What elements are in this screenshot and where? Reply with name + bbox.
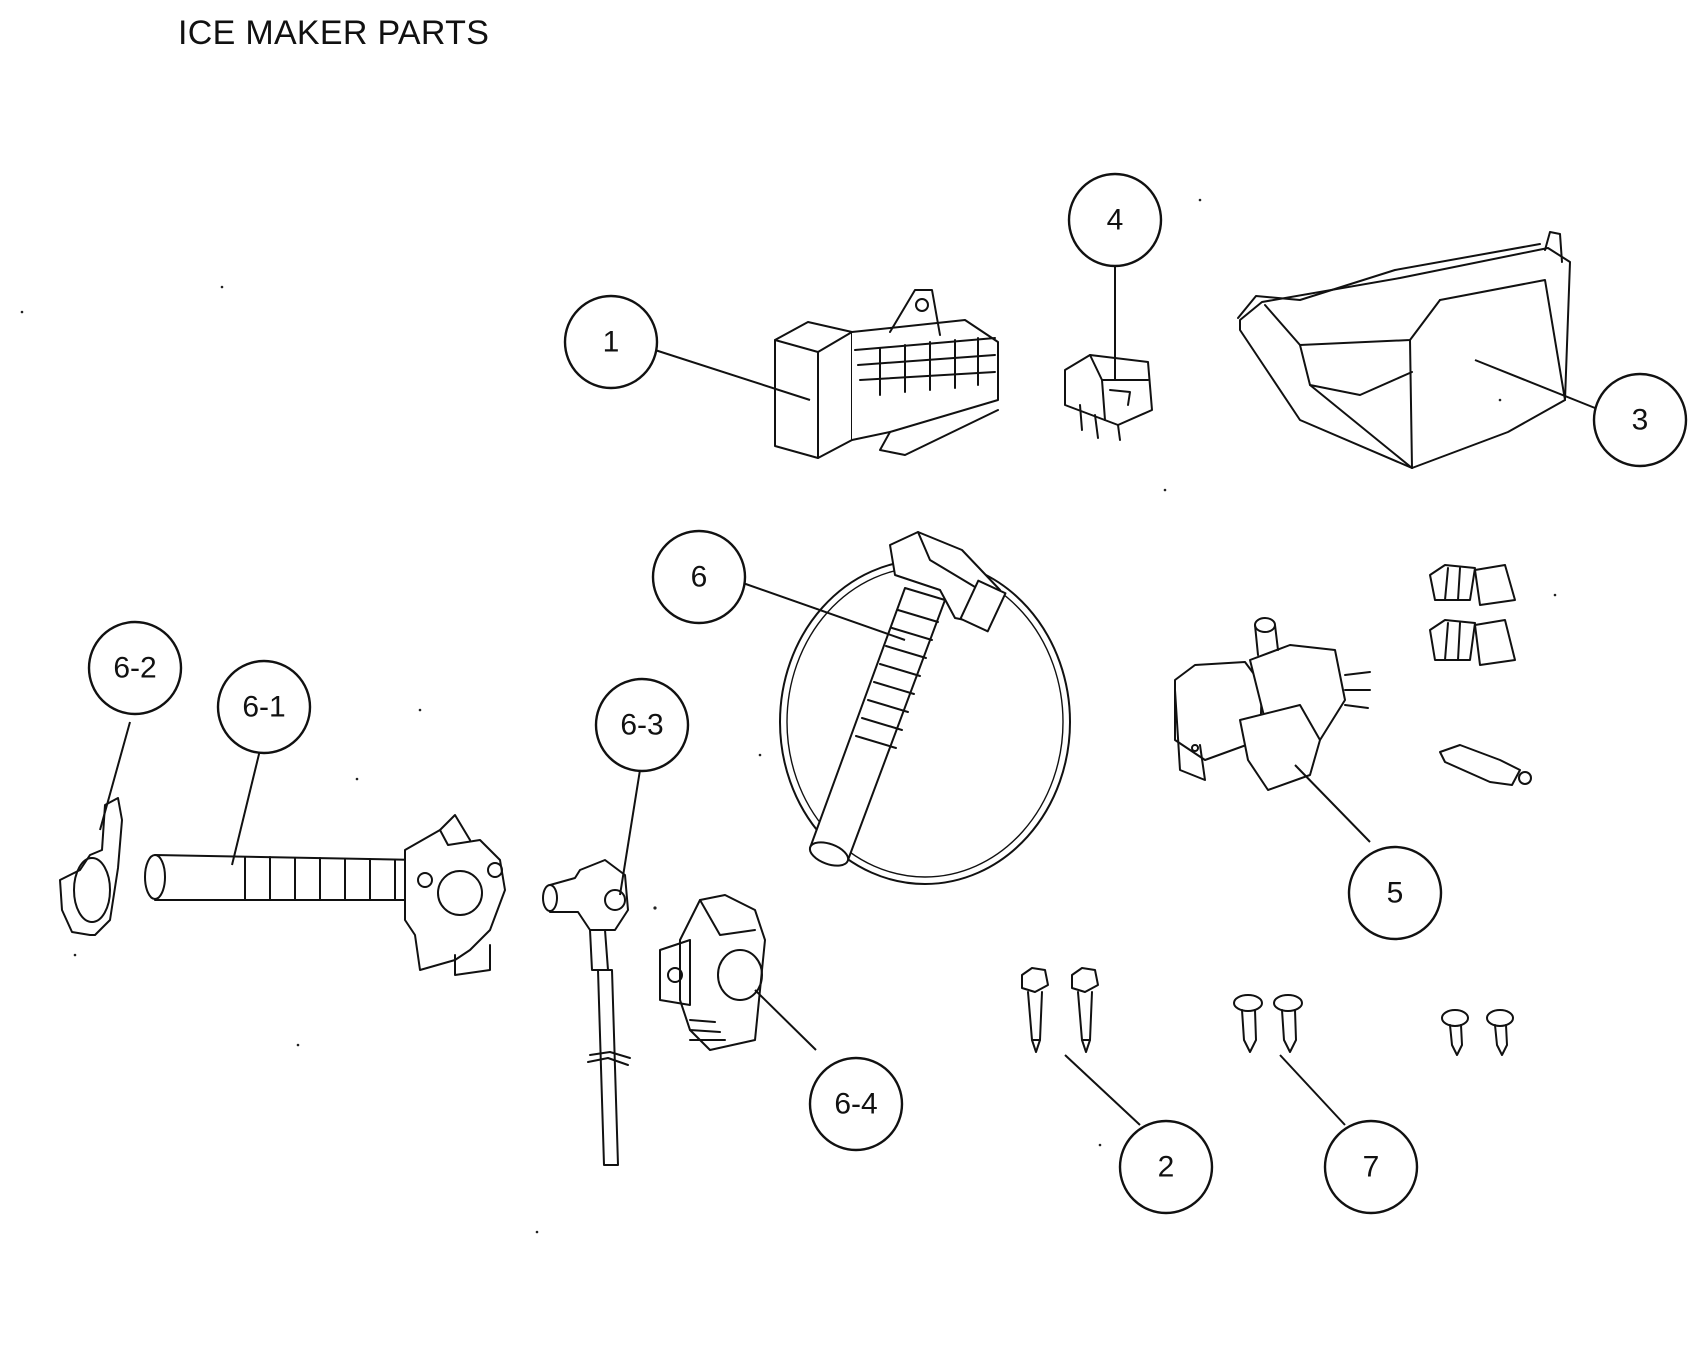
valve-bracket [659,894,766,1051]
ice-bucket [1237,231,1571,469]
diagram-title: ICE MAKER PARTS [178,14,490,52]
callout-1-label: 1 [603,326,620,359]
gasket [59,797,123,936]
fill-tube-assembly [779,531,1071,885]
callout-6-1-label: 6-1 [242,691,285,724]
callout-6-4-label: 6-4 [834,1088,877,1121]
callout-7-label: 7 [1363,1151,1380,1184]
wire-clips [1429,564,1532,786]
bracket-part [1064,354,1153,441]
callout-2: 2 [1118,1119,1214,1215]
callout-6-3-label: 6-3 [620,709,663,742]
callout-3: 3 [1592,372,1688,468]
callout-5-label: 5 [1387,877,1404,910]
callout-5: 5 [1347,845,1443,941]
callout-7: 7 [1323,1119,1419,1215]
callout-4-label: 4 [1107,204,1124,237]
callout-6-1: 6-1 [216,659,312,755]
callout-6-2: 6-2 [87,620,183,716]
callout-3-label: 3 [1632,404,1649,437]
callout-6-label: 6 [691,561,708,594]
pan-screws [1233,994,1514,1056]
water-valve [1174,617,1371,791]
hex-screws [1021,967,1099,1053]
callout-4: 4 [1067,172,1163,268]
ice-maker-assembly [774,289,999,459]
callout-2-label: 2 [1158,1151,1175,1184]
callout-6-2-label: 6-2 [113,652,156,685]
callout-1: 1 [563,294,659,390]
callout-6-4: 6-4 [808,1056,904,1152]
callout-6-3: 6-3 [594,677,690,773]
scan-specks [20,198,1557,1234]
thermistor-fitting [542,859,631,1166]
callout-6: 6 [651,529,747,625]
leader-lines [99,262,1601,1126]
fill-tube [144,814,506,976]
